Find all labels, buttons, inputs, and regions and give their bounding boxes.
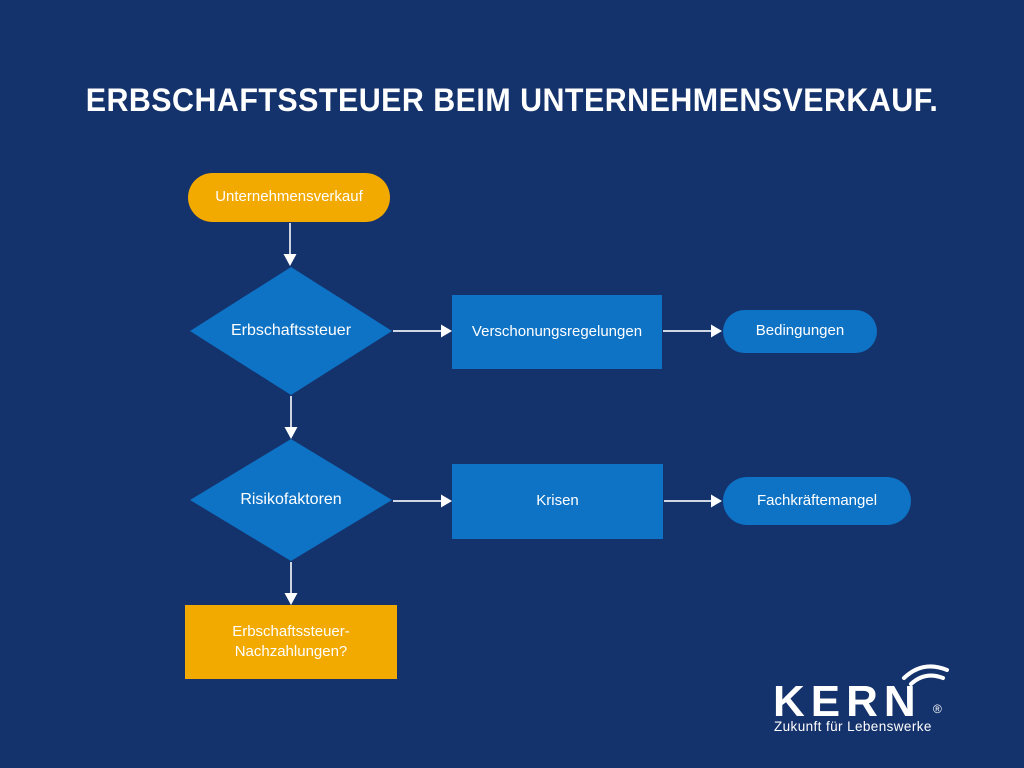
node-erbschaftssteuer-nachzahlungen: Erbschaftssteuer- Nachzahlungen? [185,605,397,679]
node-label-line1: Erbschaftssteuer- [232,622,350,640]
arrow-decision1-to-process1 [393,324,452,338]
logo-tagline: Zukunft für Lebenswerke [774,719,932,734]
arrow-decision2-to-process2 [393,494,452,508]
node-label: Fachkräftemangel [756,491,878,509]
node-label: Verschonungsregelungen [471,322,643,340]
node-label: Erbschaftssteuer- Nachzahlungen? [232,622,350,663]
page-title: ERBSCHAFTSSTEUER BEIM UNTERNEHMENSVERKAU… [85,82,939,118]
logo-arcs-icon [902,664,949,686]
kern-logo: KERN ® Zukunft für Lebenswerke [770,664,960,738]
node-krisen: Krisen [452,464,663,539]
arrow-process1-to-result1 [663,324,722,338]
logo-wordmark: KERN [773,677,922,726]
node-verschonungsregelungen: Verschonungsregelungen [452,295,662,369]
node-unternehmensverkauf: Unternehmensverkauf [188,173,390,222]
node-label: Risikofaktoren [240,491,342,509]
arrow-decision2-to-end [284,562,298,605]
arrow-decision1-to-decision2 [284,396,298,439]
arrow-start-to-decision1 [283,223,297,266]
node-label: Bedingungen [755,322,845,340]
node-label: Erbschaftssteuer [230,322,352,340]
node-fachkraeftemangel: Fachkräftemangel [723,477,911,525]
node-label: Unternehmensverkauf [215,188,363,206]
node-label: Krisen [536,492,579,510]
registered-mark: ® [933,702,942,716]
arrow-process2-to-result2 [664,494,722,508]
node-bedingungen: Bedingungen [723,310,877,353]
node-label-line2: Nachzahlungen? [234,643,348,660]
